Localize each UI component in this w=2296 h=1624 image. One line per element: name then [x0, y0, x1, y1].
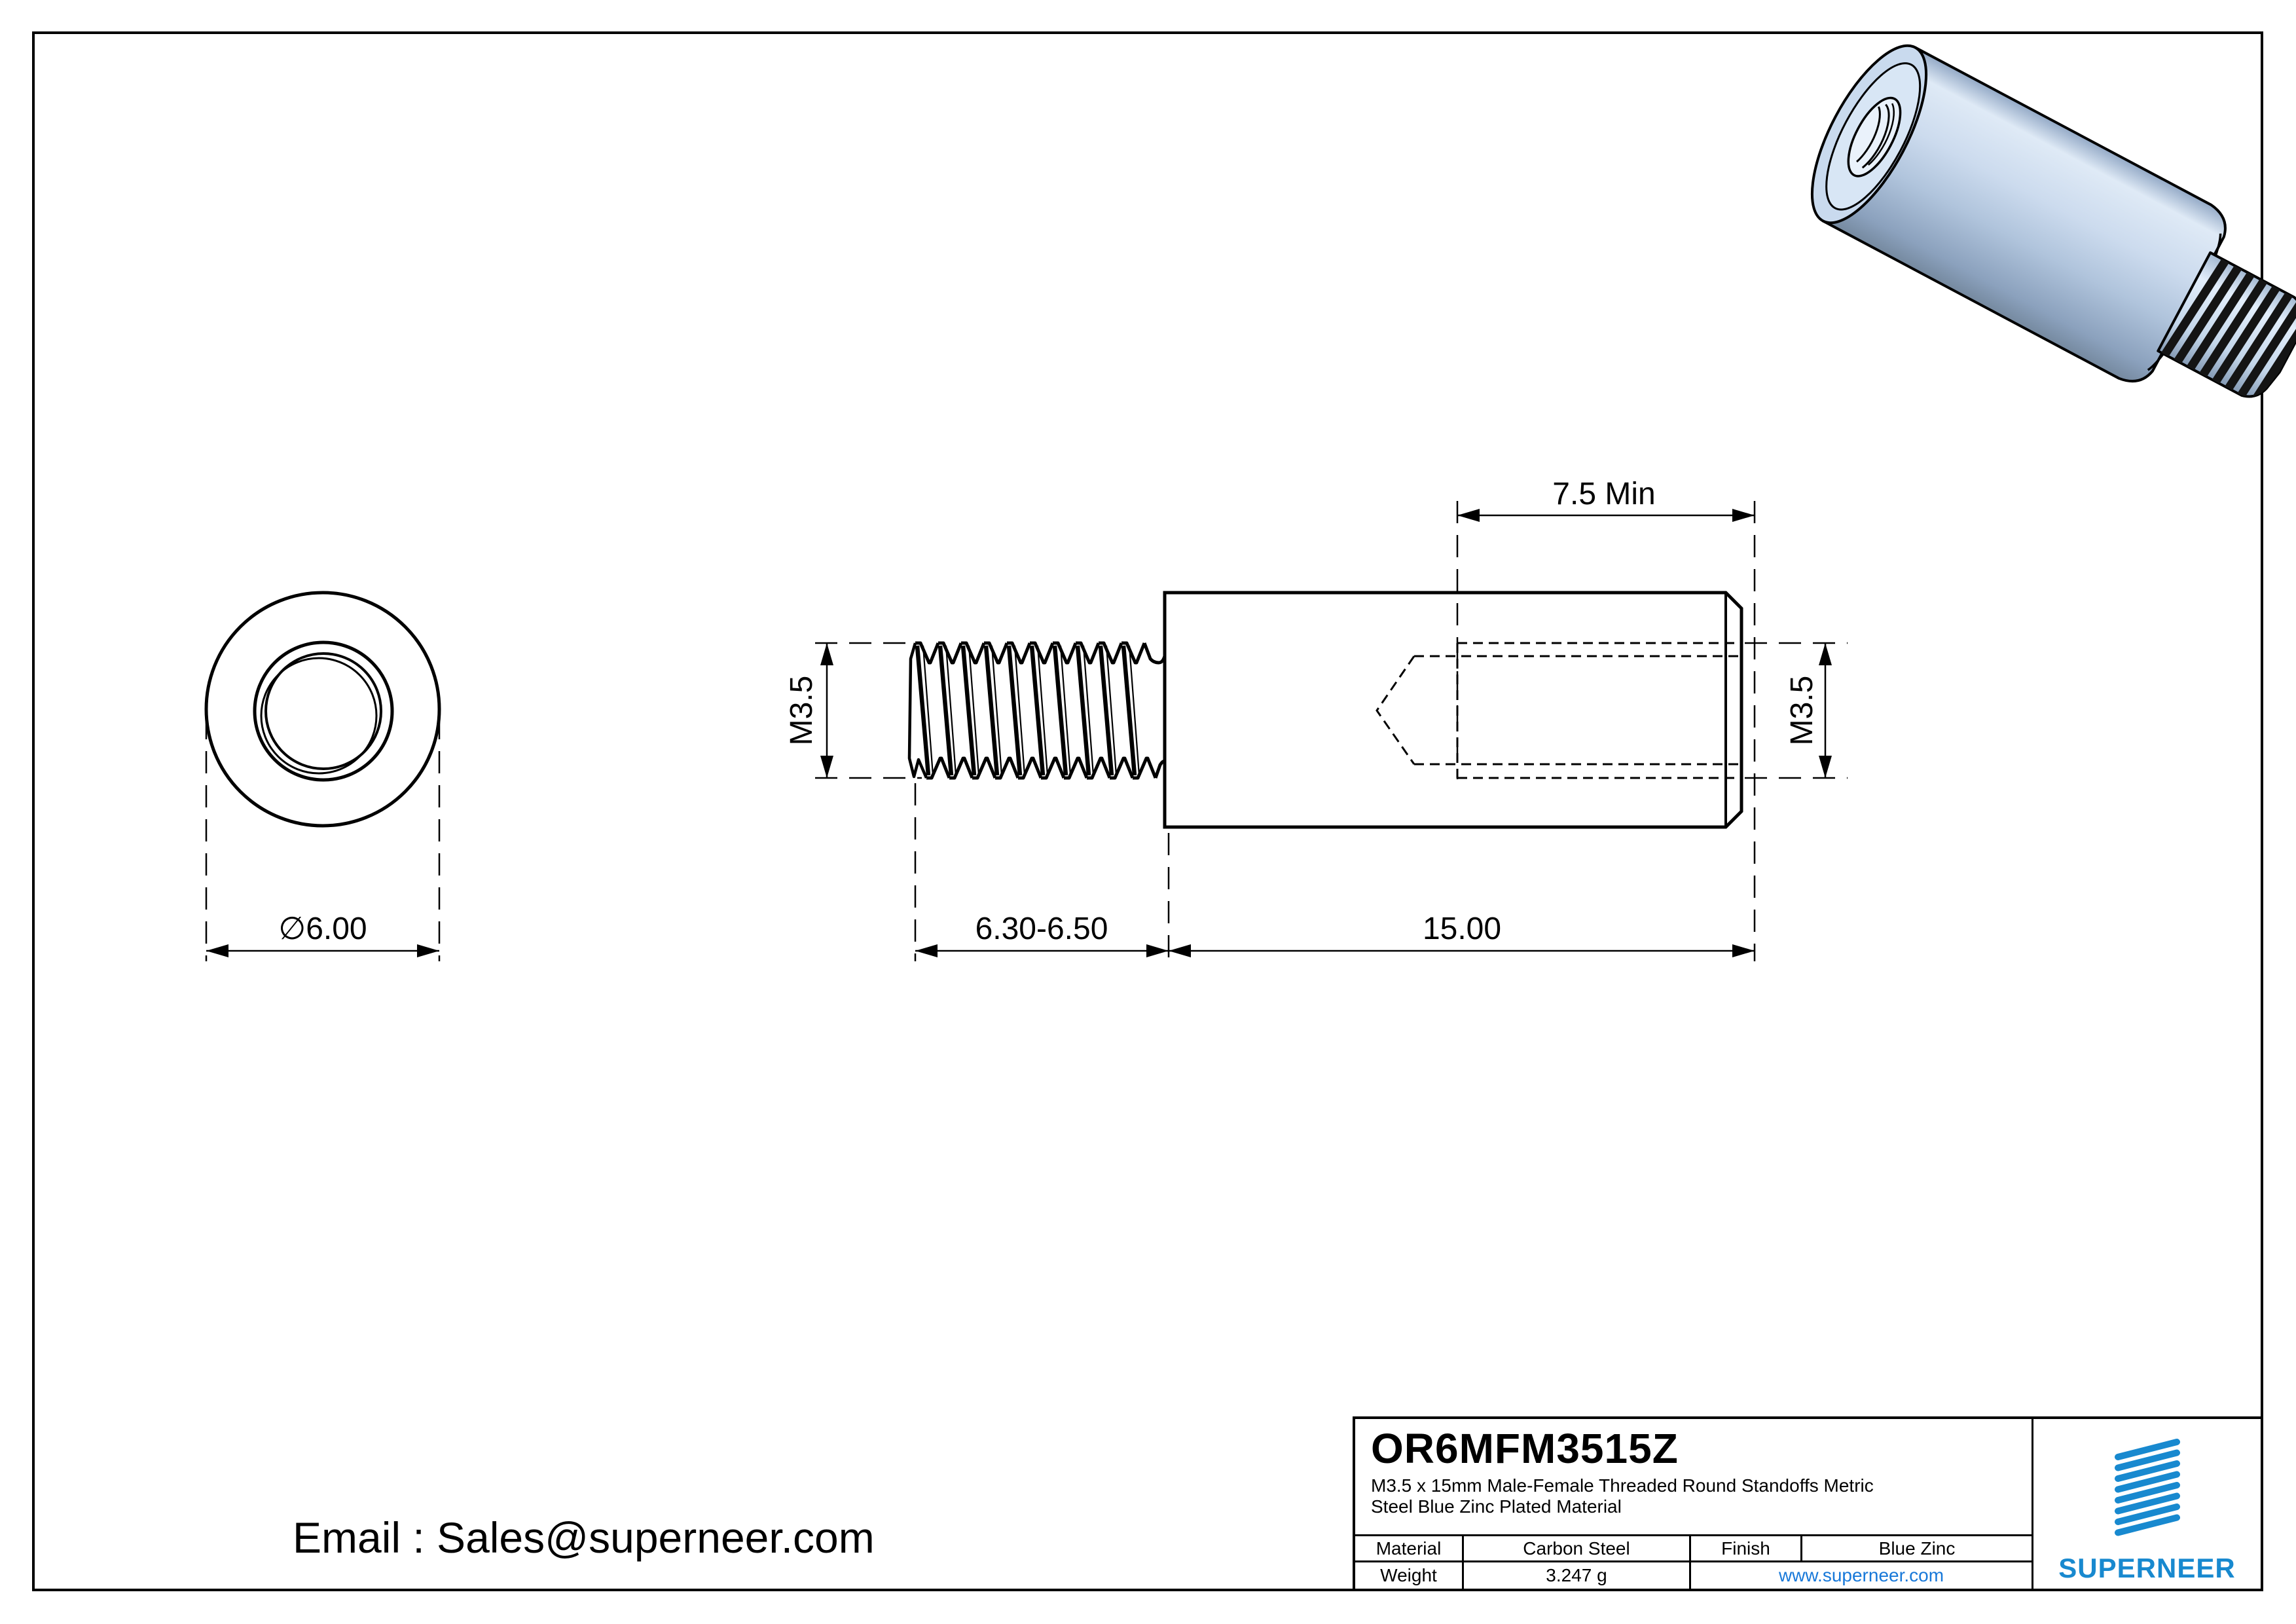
part-description-line1: M3.5 x 15mm Male-Female Threaded Round S… [1371, 1475, 1874, 1496]
dim-thread-length: 6.30-6.50 [975, 912, 1108, 946]
title-block-left: OR6MFM3515Z M3.5 x 15mm Male-Female Thre… [1355, 1419, 2033, 1589]
spec-table: Material Carbon Steel Finish Blue Zinc W… [1355, 1534, 2032, 1589]
dimension-arrows [820, 509, 1832, 957]
external-thread [907, 643, 1167, 778]
dim-internal-depth: 7.5 Min [1552, 477, 1655, 511]
dimension-lines [826, 514, 1827, 952]
superneer-logo-mark [2114, 1439, 2180, 1536]
thread-minor-circle-offset [260, 657, 378, 775]
dimension-texts: 7.5 Min M3.5 M3.5 6.30-6.50 15.00 [784, 477, 1819, 946]
contact-email: Email : Sales@superneer.com [293, 1513, 875, 1562]
finish-label: Finish [1691, 1536, 1802, 1562]
dim-thread-right: M3.5 [1785, 676, 1819, 746]
material-value: Carbon Steel [1464, 1536, 1691, 1562]
title-block-header: OR6MFM3515Z M3.5 x 15mm Male-Female Thre… [1355, 1419, 2032, 1534]
website-link[interactable]: www.superneer.com [1778, 1565, 1944, 1585]
front-view: ∅6.00 [204, 591, 441, 961]
render-face [1810, 44, 1928, 225]
sheet-border [32, 31, 2263, 1591]
brand-name: SUPERNEER [2058, 1553, 2236, 1583]
dim-body-length: 15.00 [1423, 912, 1501, 946]
thread-major-circle [253, 640, 394, 782]
part-description-line2: Steel Blue Zinc Plated Material [1371, 1496, 1622, 1517]
website-cell: www.superneer.com [1691, 1562, 2032, 1589]
title-block: OR6MFM3515Z M3.5 x 15mm Male-Female Thre… [1353, 1416, 2263, 1591]
render-3d [1810, 44, 2296, 406]
extension-lines [815, 501, 1848, 961]
part-description: M3.5 x 15mm Male-Female Threaded Round S… [1371, 1475, 2025, 1517]
standoff-body [1163, 591, 1743, 829]
render-thread-stud [2157, 251, 2296, 406]
material-label: Material [1355, 1536, 1464, 1562]
finish-value: Blue Zinc [1802, 1536, 2032, 1562]
side-view: 7.5 Min M3.5 M3.5 6.30-6.50 15.00 [784, 477, 1848, 961]
dim-diameter: ∅6.00 [278, 912, 367, 946]
dim-thread-left: M3.5 [784, 676, 819, 746]
brand-logo: SUPERNEER [2033, 1419, 2261, 1589]
outer-diameter-circle [204, 591, 441, 828]
internal-thread-hidden [1376, 642, 1741, 779]
weight-value: 3.247 g [1464, 1562, 1691, 1589]
part-number: OR6MFM3515Z [1371, 1425, 1679, 1472]
weight-label: Weight [1355, 1562, 1464, 1589]
thread-minor-circle [264, 652, 382, 770]
